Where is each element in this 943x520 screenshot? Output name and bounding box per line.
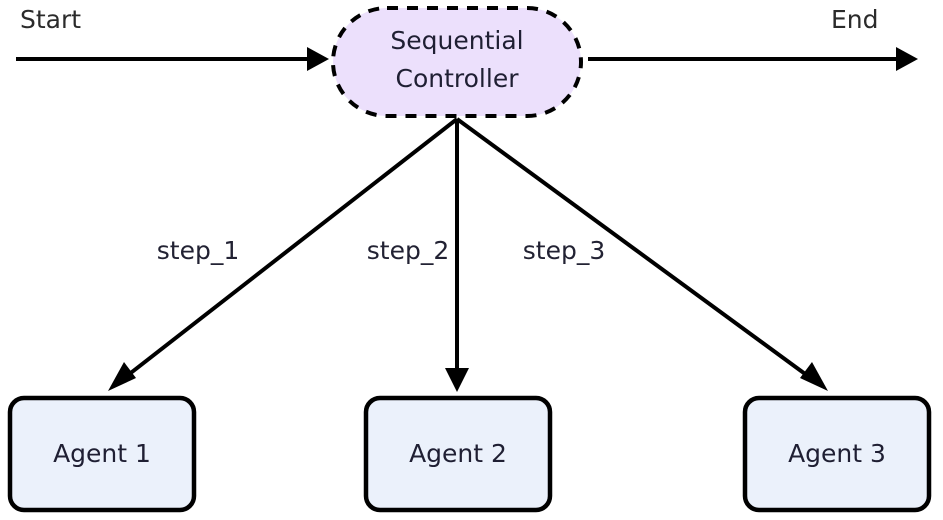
step-3-edge-line [455, 117, 814, 381]
agent-2-shape[interactable] [363, 395, 553, 513]
agent-3-shape[interactable] [742, 395, 932, 513]
edge-controller-to-agent-3 [455, 117, 828, 391]
controller-label-line2: Controller [396, 64, 520, 93]
start-label: Start [20, 5, 81, 34]
edge-label-step-2: step_2 [367, 236, 449, 265]
edge-controller-to-agent-1 [108, 117, 459, 391]
edge-label-step-1: step_1 [157, 236, 239, 265]
step-1-edge-line [121, 117, 459, 381]
step-2-arrowhead-icon [445, 368, 469, 392]
agent-1-label: Agent 1 [53, 439, 151, 468]
agent-1-shape[interactable] [7, 395, 197, 513]
node-agent-2[interactable]: Agent 2 [363, 395, 553, 513]
edge-controller-to-agent-2 [445, 119, 469, 392]
edge-controller-to-end [588, 47, 918, 71]
agent-3-label: Agent 3 [788, 439, 886, 468]
node-agent-1[interactable]: Agent 1 [7, 395, 197, 513]
step-3-arrowhead-icon [800, 362, 828, 391]
start-edge-arrowhead-icon [307, 47, 329, 71]
node-agent-3[interactable]: Agent 3 [742, 395, 932, 513]
end-label: End [831, 5, 879, 34]
agent-2-label: Agent 2 [409, 439, 507, 468]
controller-label-line1: Sequential [390, 26, 523, 55]
node-sequential-controller[interactable]: Sequential Controller [331, 6, 583, 118]
end-edge-arrowhead-icon [896, 47, 918, 71]
edge-label-step-3: step_3 [523, 236, 605, 265]
controller-shape[interactable] [331, 6, 583, 118]
edge-start-to-controller [16, 47, 329, 71]
step-1-arrowhead-icon [108, 362, 136, 391]
